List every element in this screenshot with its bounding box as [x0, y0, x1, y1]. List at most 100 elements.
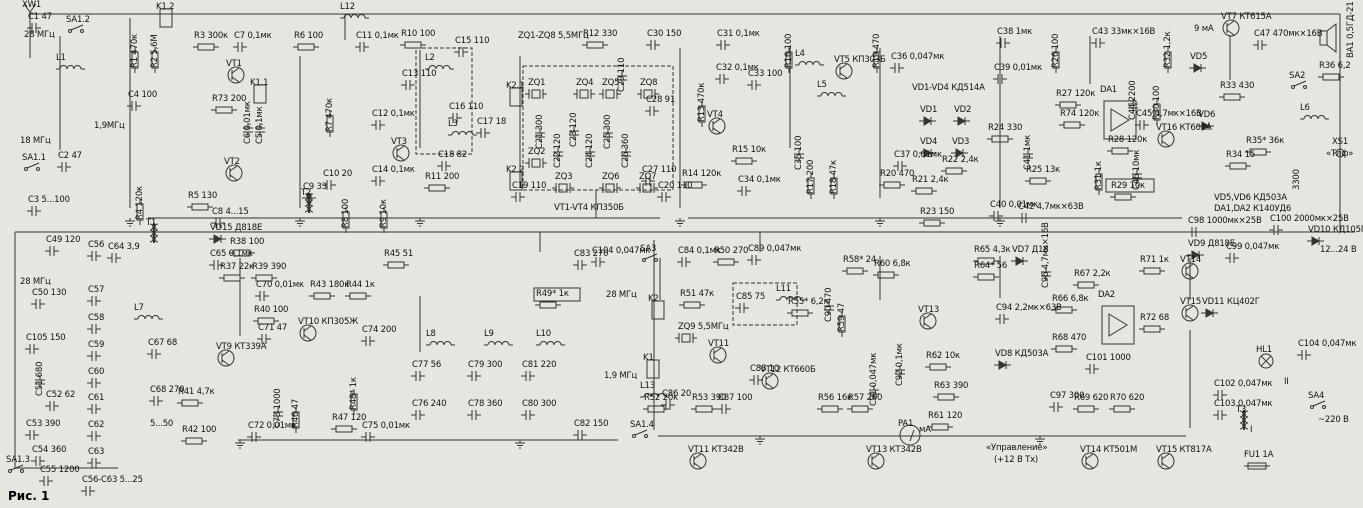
component-label: C49 120	[46, 235, 81, 245]
component-label: R56 16к	[818, 393, 852, 403]
xtal-symbol	[552, 183, 574, 193]
component-label: L11	[776, 284, 791, 294]
cap-symbol	[25, 344, 39, 354]
ground-icon	[875, 218, 885, 227]
component-label: R45 51	[384, 249, 414, 259]
component-label: C105 150	[26, 333, 66, 343]
cap-symbol	[355, 42, 369, 52]
component-label: R3 300к	[194, 31, 228, 41]
component-label: R72 68	[1140, 313, 1170, 323]
xfmr-symbol	[149, 223, 159, 243]
component-label: C81 220	[522, 360, 557, 370]
component-label: 12...24 В	[1320, 245, 1357, 255]
cap-symbol	[1225, 253, 1239, 263]
component-label: C103 0,047мк	[1214, 399, 1273, 409]
component-label: C38 1мк	[997, 27, 1033, 37]
component-label: C104 0,047мк	[1298, 339, 1357, 349]
tran-symbol	[225, 164, 243, 182]
component-label: C16 110	[449, 102, 484, 112]
cap-symbol	[467, 371, 481, 381]
res-symbol	[973, 273, 999, 281]
cap-symbol	[255, 123, 265, 137]
cap-symbol	[411, 410, 425, 420]
component-label: L10	[536, 329, 551, 339]
component-label: C88 10	[750, 364, 780, 374]
bandpass-coil-outline	[415, 47, 473, 155]
res-symbol	[383, 261, 409, 269]
cap-symbol	[993, 74, 1007, 84]
res-symbol	[1052, 47, 1060, 73]
cap-symbol	[677, 257, 691, 267]
component-label: VT13 КТ342В	[866, 445, 922, 455]
opamp-symbol	[1103, 100, 1137, 140]
cap-symbol	[127, 101, 141, 111]
cap-symbol	[824, 301, 834, 315]
component-label: ZQ6	[602, 172, 620, 182]
cap-symbol	[895, 365, 905, 379]
component-label: 5...50	[150, 419, 174, 429]
res-symbol	[1318, 73, 1344, 81]
component-label: R66 6,8к	[1052, 294, 1089, 304]
component-label: C54 360	[32, 445, 67, 455]
diode-symbol	[1197, 121, 1214, 131]
component-label: VD5	[1190, 52, 1208, 62]
component-label: C65 0,1мк	[210, 249, 253, 259]
diode-symbol	[1307, 236, 1324, 246]
component-label: VT14	[1180, 255, 1202, 265]
component-label: C57	[88, 285, 105, 295]
ground-icon	[675, 218, 685, 227]
cap-symbol	[603, 128, 613, 142]
component-label: R25 13к	[1026, 165, 1060, 175]
res-symbol	[698, 101, 706, 127]
component-label: C10 20	[323, 169, 353, 179]
res-symbol	[211, 106, 237, 114]
component-label: R16 100	[784, 33, 794, 68]
component-label: R2 5,6М	[150, 34, 160, 68]
res-symbol	[535, 301, 561, 309]
cap-symbol	[31, 456, 45, 466]
component-label: C68 270	[150, 385, 185, 395]
component-label: R19 470	[872, 33, 882, 68]
component-label: R59 47	[837, 302, 847, 332]
component-label: C91 0,047мк	[869, 352, 879, 406]
cap-symbol	[715, 74, 729, 84]
component-label: L9	[484, 329, 494, 339]
component-label: VT1	[226, 59, 242, 69]
component-label: R40 100	[254, 305, 289, 315]
component-label: T2	[301, 188, 312, 198]
coil-symbol	[426, 341, 455, 346]
res-symbol	[181, 437, 207, 445]
cap-symbol	[322, 180, 336, 190]
component-label: C20 110	[658, 181, 693, 191]
component-label: T1	[146, 218, 157, 228]
component-label: II	[1284, 377, 1289, 387]
cap-symbol	[87, 431, 101, 441]
component-label: VD4	[920, 137, 938, 147]
component-label: BA1 0,5ГД-21	[1346, 1, 1356, 58]
res-symbol	[847, 405, 873, 413]
res-symbol	[151, 47, 159, 73]
tran-symbol	[1181, 304, 1199, 322]
res-symbol	[293, 43, 319, 51]
res-symbol	[136, 199, 144, 225]
component-label: FU1 1А	[1244, 450, 1274, 460]
ground-icon	[1035, 436, 1045, 445]
component-label: C55 1200	[40, 465, 80, 475]
component-label: C52 62	[46, 390, 76, 400]
component-label: C101 1000	[1086, 353, 1131, 363]
component-label: C30 150	[647, 29, 682, 39]
component-label: C86 20	[662, 389, 692, 399]
component-label: 3300	[1292, 169, 1302, 190]
res-symbol	[987, 135, 1013, 143]
xtal-symbol	[675, 333, 697, 343]
cap-symbol	[646, 40, 660, 50]
component-label: R39 390	[252, 262, 287, 272]
component-label: R36 6,2	[1319, 61, 1351, 71]
component-label: K2.1	[506, 81, 525, 91]
coil-symbol	[56, 65, 85, 70]
tran-symbol	[835, 62, 853, 80]
ground-icon	[295, 218, 305, 227]
component-label: C96 4,7мк×16В	[1041, 222, 1051, 288]
diode-symbol	[951, 148, 968, 158]
tran-symbol	[689, 452, 707, 470]
